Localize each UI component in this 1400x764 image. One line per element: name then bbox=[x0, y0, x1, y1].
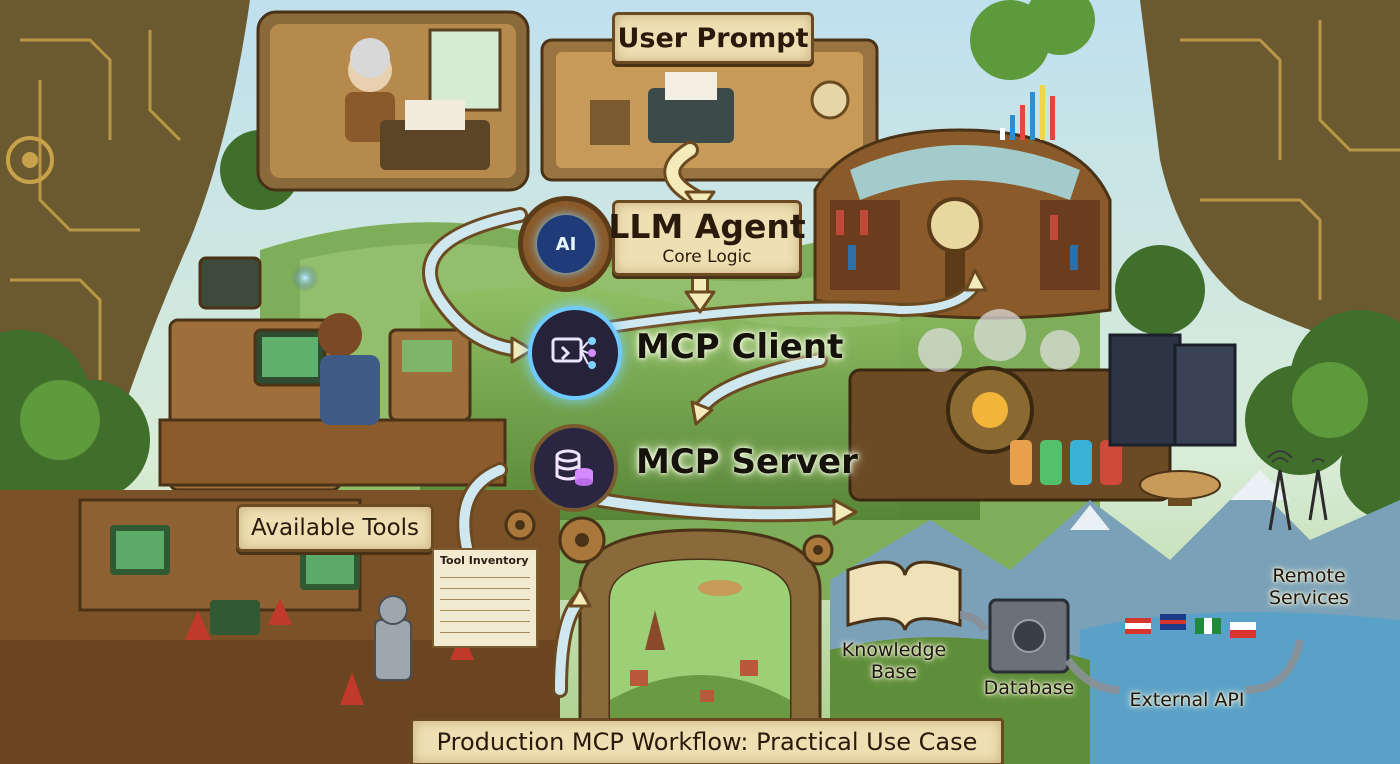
mcp-client-label: MCP Client bbox=[636, 327, 844, 367]
llm-agent-label: LLM Agent bbox=[608, 206, 806, 246]
mcp-server-label: MCP Server bbox=[636, 442, 858, 482]
mcp-client-icon bbox=[528, 306, 622, 400]
available-tools-banner: Available Tools bbox=[236, 504, 434, 552]
title-banner: Production MCP Workflow: Practical Use C… bbox=[410, 718, 1004, 764]
ai-chip: AI bbox=[537, 215, 595, 273]
database-label: Database bbox=[983, 677, 1075, 699]
tool-inventory-label: Tool Inventory bbox=[440, 554, 529, 567]
ai-chip-label: AI bbox=[555, 233, 577, 255]
user-prompt-label: User Prompt bbox=[617, 22, 809, 54]
knowledge-base-label: Knowledge Base bbox=[841, 639, 947, 683]
title-label: Production MCP Workflow: Practical Use C… bbox=[436, 728, 978, 756]
client-screen-glyph bbox=[551, 337, 596, 369]
llm-agent-sublabel: Core Logic bbox=[662, 246, 752, 267]
database-stack-icon bbox=[530, 424, 618, 512]
tool-inventory-sign: Tool Inventory bbox=[432, 548, 538, 648]
user-prompt-banner: User Prompt bbox=[612, 12, 814, 64]
available-tools-label: Available Tools bbox=[250, 514, 420, 541]
remote-services-label: Remote Services bbox=[1268, 565, 1350, 609]
llm-agent-banner: LLM Agent Core Logic bbox=[608, 200, 806, 276]
external-api-label: External API bbox=[1129, 689, 1245, 711]
database-glyph bbox=[555, 449, 593, 486]
ai-gear-icon: AI bbox=[518, 196, 614, 292]
